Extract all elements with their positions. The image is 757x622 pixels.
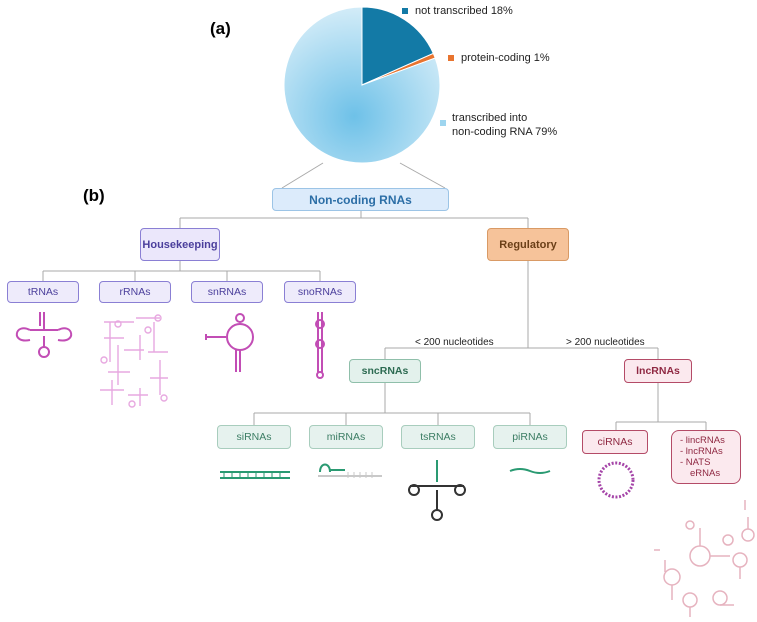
label-long-threshold: > 200 nucleotides: [566, 337, 645, 348]
snorna-structure-icon: [315, 312, 325, 379]
node-snornas: snoRNAs: [284, 281, 356, 303]
legend-swatch-not-transcribed: [402, 8, 408, 14]
legend-swatch-noncoding: [440, 120, 446, 126]
rrna-structure-icon: [100, 314, 168, 408]
panel-b-label: (b): [83, 186, 105, 205]
node-housekeeping: Housekeeping: [140, 228, 220, 261]
node-sncrnas: sncRNAs: [349, 359, 421, 383]
label-small-threshold: < 200 nucleotides: [415, 337, 494, 348]
node-lncrna-subtypes: - lincRNAs - lncRNAs - NATS eRNAs: [671, 430, 741, 484]
pie-chart: [283, 6, 441, 164]
legend-not-transcribed: not transcribed 18%: [415, 5, 513, 17]
cirna-structure-icon: [597, 461, 635, 499]
pie-connector-right: [399, 162, 446, 189]
mirna-structure-icon: [318, 463, 382, 478]
node-pirnas: piRNAs: [493, 425, 567, 449]
lncrna-subtype-ernas: eRNAs: [690, 468, 721, 479]
pirna-structure-icon: [509, 468, 551, 474]
node-mirnas: miRNAs: [309, 425, 383, 449]
connectors: [42, 162, 707, 430]
sirna-structure-icon: [220, 471, 290, 479]
trna-structure-icon: [15, 312, 73, 358]
node-sirnas: siRNAs: [217, 425, 291, 449]
node-regulatory: Regulatory: [487, 228, 569, 261]
legend-noncoding-line2: non-coding RNA 79%: [452, 126, 558, 138]
node-cirnas: ciRNAs: [582, 430, 648, 454]
panel-a-label: (a): [210, 19, 231, 38]
legend-protein-coding: protein-coding 1%: [461, 52, 550, 64]
legend-swatch-protein-coding: [448, 55, 454, 61]
node-snrnas: snRNAs: [191, 281, 263, 303]
pie-slice-0: [361, 6, 434, 86]
lncrna-structure-icon: [654, 500, 755, 617]
node-noncoding-rnas: Non-coding RNAs: [272, 188, 449, 211]
node-rrnas: rRNAs: [99, 281, 171, 303]
tsrna-structure-icon: [408, 460, 466, 521]
node-trnas: tRNAs: [7, 281, 79, 303]
pie-connector-left: [281, 162, 324, 189]
lncrna-subtype-nats: - NATS: [680, 457, 711, 468]
node-tsrnas: tsRNAs: [401, 425, 475, 449]
snrna-structure-icon: [205, 313, 254, 372]
pie-slice-2: [283, 6, 441, 164]
lncrna-subtype-lncrnas: - lncRNAs: [680, 446, 723, 457]
legend-noncoding-line1: transcribed into: [452, 112, 528, 124]
lncrna-subtype-lincrnas: - lincRNAs: [680, 435, 725, 446]
node-lncrnas: lncRNAs: [624, 359, 692, 383]
